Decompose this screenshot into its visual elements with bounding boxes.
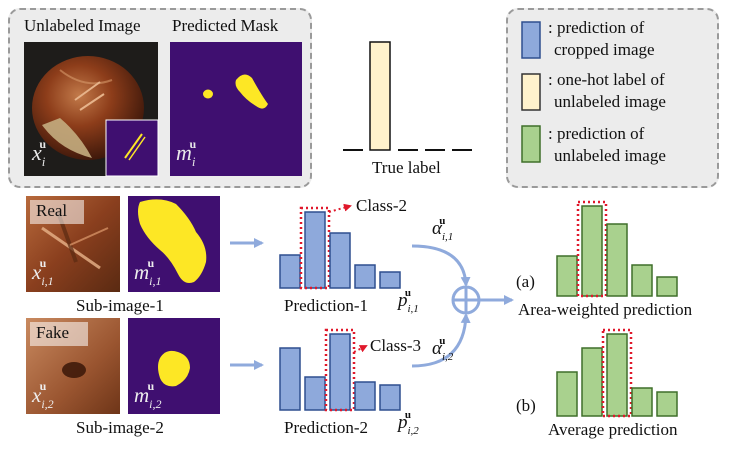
- result-a-tag: (a): [516, 272, 535, 291]
- true-label-caption: True label: [372, 158, 441, 177]
- class-3-label: Class-3: [370, 336, 421, 355]
- legend-panel: [506, 8, 719, 188]
- unlabeled-image-title: Unlabeled Image: [24, 16, 141, 35]
- sub-mask-1: [128, 196, 220, 292]
- prediction-2-bar-2: [304, 376, 326, 411]
- prediction-1-bar-4: [354, 264, 376, 289]
- area-weighted-bar-5: [656, 276, 678, 297]
- sub-image-2-symbol: xi,2u: [32, 379, 54, 411]
- result-b-tag: (b): [516, 396, 536, 415]
- sub-mask-2-symbol: mi,2u: [134, 379, 162, 411]
- combine-line-1: [411, 244, 471, 287]
- average-bar-1: [556, 371, 578, 417]
- unlabeled-image: [24, 42, 159, 177]
- prediction-2-bar-3: [329, 333, 351, 411]
- prediction-1-bar-3: [329, 232, 351, 289]
- legend-item-3-line2: unlabeled image: [554, 146, 666, 165]
- fake-tag: Fake: [36, 323, 70, 342]
- circle-plus-icon: [451, 285, 481, 315]
- area-weighted-bar-4: [631, 264, 653, 297]
- average-bar-4: [631, 387, 653, 417]
- prediction-2-highlight: [324, 328, 356, 412]
- sub-mask-2: [128, 318, 220, 414]
- p1-symbol: pi,1u: [398, 287, 419, 315]
- mask-symbol: miu: [176, 137, 197, 169]
- average-bar-2: [581, 347, 603, 417]
- unlabeled-image-symbol: xiu: [32, 137, 47, 169]
- prediction-1-chart: [279, 206, 401, 290]
- predicted-mask-title: Predicted Mask: [172, 16, 279, 35]
- result-b-caption: Average prediction: [548, 420, 678, 439]
- area-weighted-bar-1: [556, 255, 578, 297]
- class-3-pointer: [353, 345, 368, 353]
- prediction-2-caption: Prediction-2: [284, 418, 369, 437]
- result-a-caption: Area-weighted prediction: [518, 300, 693, 319]
- prediction-1-bar-5: [379, 271, 401, 289]
- real-tag: Real: [36, 201, 68, 220]
- legend-swatch-yellow: [521, 73, 541, 111]
- legend-item-1-line1: : prediction of: [548, 18, 645, 37]
- prediction-1-caption: Prediction-1: [284, 296, 369, 315]
- prediction-2-bar-5: [379, 384, 401, 411]
- prediction-1-bar-1: [279, 254, 301, 289]
- sub-image-1-caption: Sub-image-1: [76, 296, 164, 315]
- sub-mask-1-symbol: mi,1u: [134, 256, 162, 288]
- sub-image-2-caption: Sub-image-2: [76, 418, 164, 437]
- class-2-label: Class-2: [356, 196, 407, 215]
- sub-image-1-symbol: xi,1u: [32, 256, 54, 288]
- area-weighted-bar-3: [606, 223, 628, 297]
- prediction-1-highlight: [299, 206, 331, 290]
- predicted-mask: [170, 42, 302, 176]
- average-chart: [556, 328, 678, 418]
- area-weighted-chart: [556, 200, 678, 298]
- combine-line-2: [411, 313, 471, 368]
- sub-image-1: [26, 196, 120, 292]
- area-weighted-bar-2: [581, 205, 603, 297]
- legend-item-2-line1: : one-hot label of: [548, 70, 665, 89]
- prediction-1-bar-2: [304, 211, 326, 289]
- legend-item-1-line2: cropped image: [554, 40, 655, 59]
- alpha-2-symbol: αi,2u: [432, 335, 454, 363]
- legend-item-3-line1: : prediction of: [548, 124, 645, 143]
- true-label-chart: [343, 41, 472, 151]
- prediction-2-bar-4: [354, 381, 376, 411]
- prediction-2-bar-1: [279, 347, 301, 411]
- sub-image-2: [26, 318, 120, 414]
- legend-item-2-line2: unlabeled image: [554, 92, 666, 111]
- p2-symbol: pi,2u: [398, 409, 419, 437]
- prediction-2-chart: [279, 328, 401, 412]
- class-2-pointer: [328, 203, 352, 213]
- area-weighted-highlight: [576, 200, 608, 298]
- alpha-1-symbol: αi,1u: [432, 215, 454, 243]
- average-bar-3: [606, 333, 628, 417]
- average-bar-5: [656, 391, 678, 417]
- legend-swatch-green: [521, 125, 541, 163]
- average-highlight: [601, 328, 633, 418]
- legend-swatch-blue: [521, 21, 541, 59]
